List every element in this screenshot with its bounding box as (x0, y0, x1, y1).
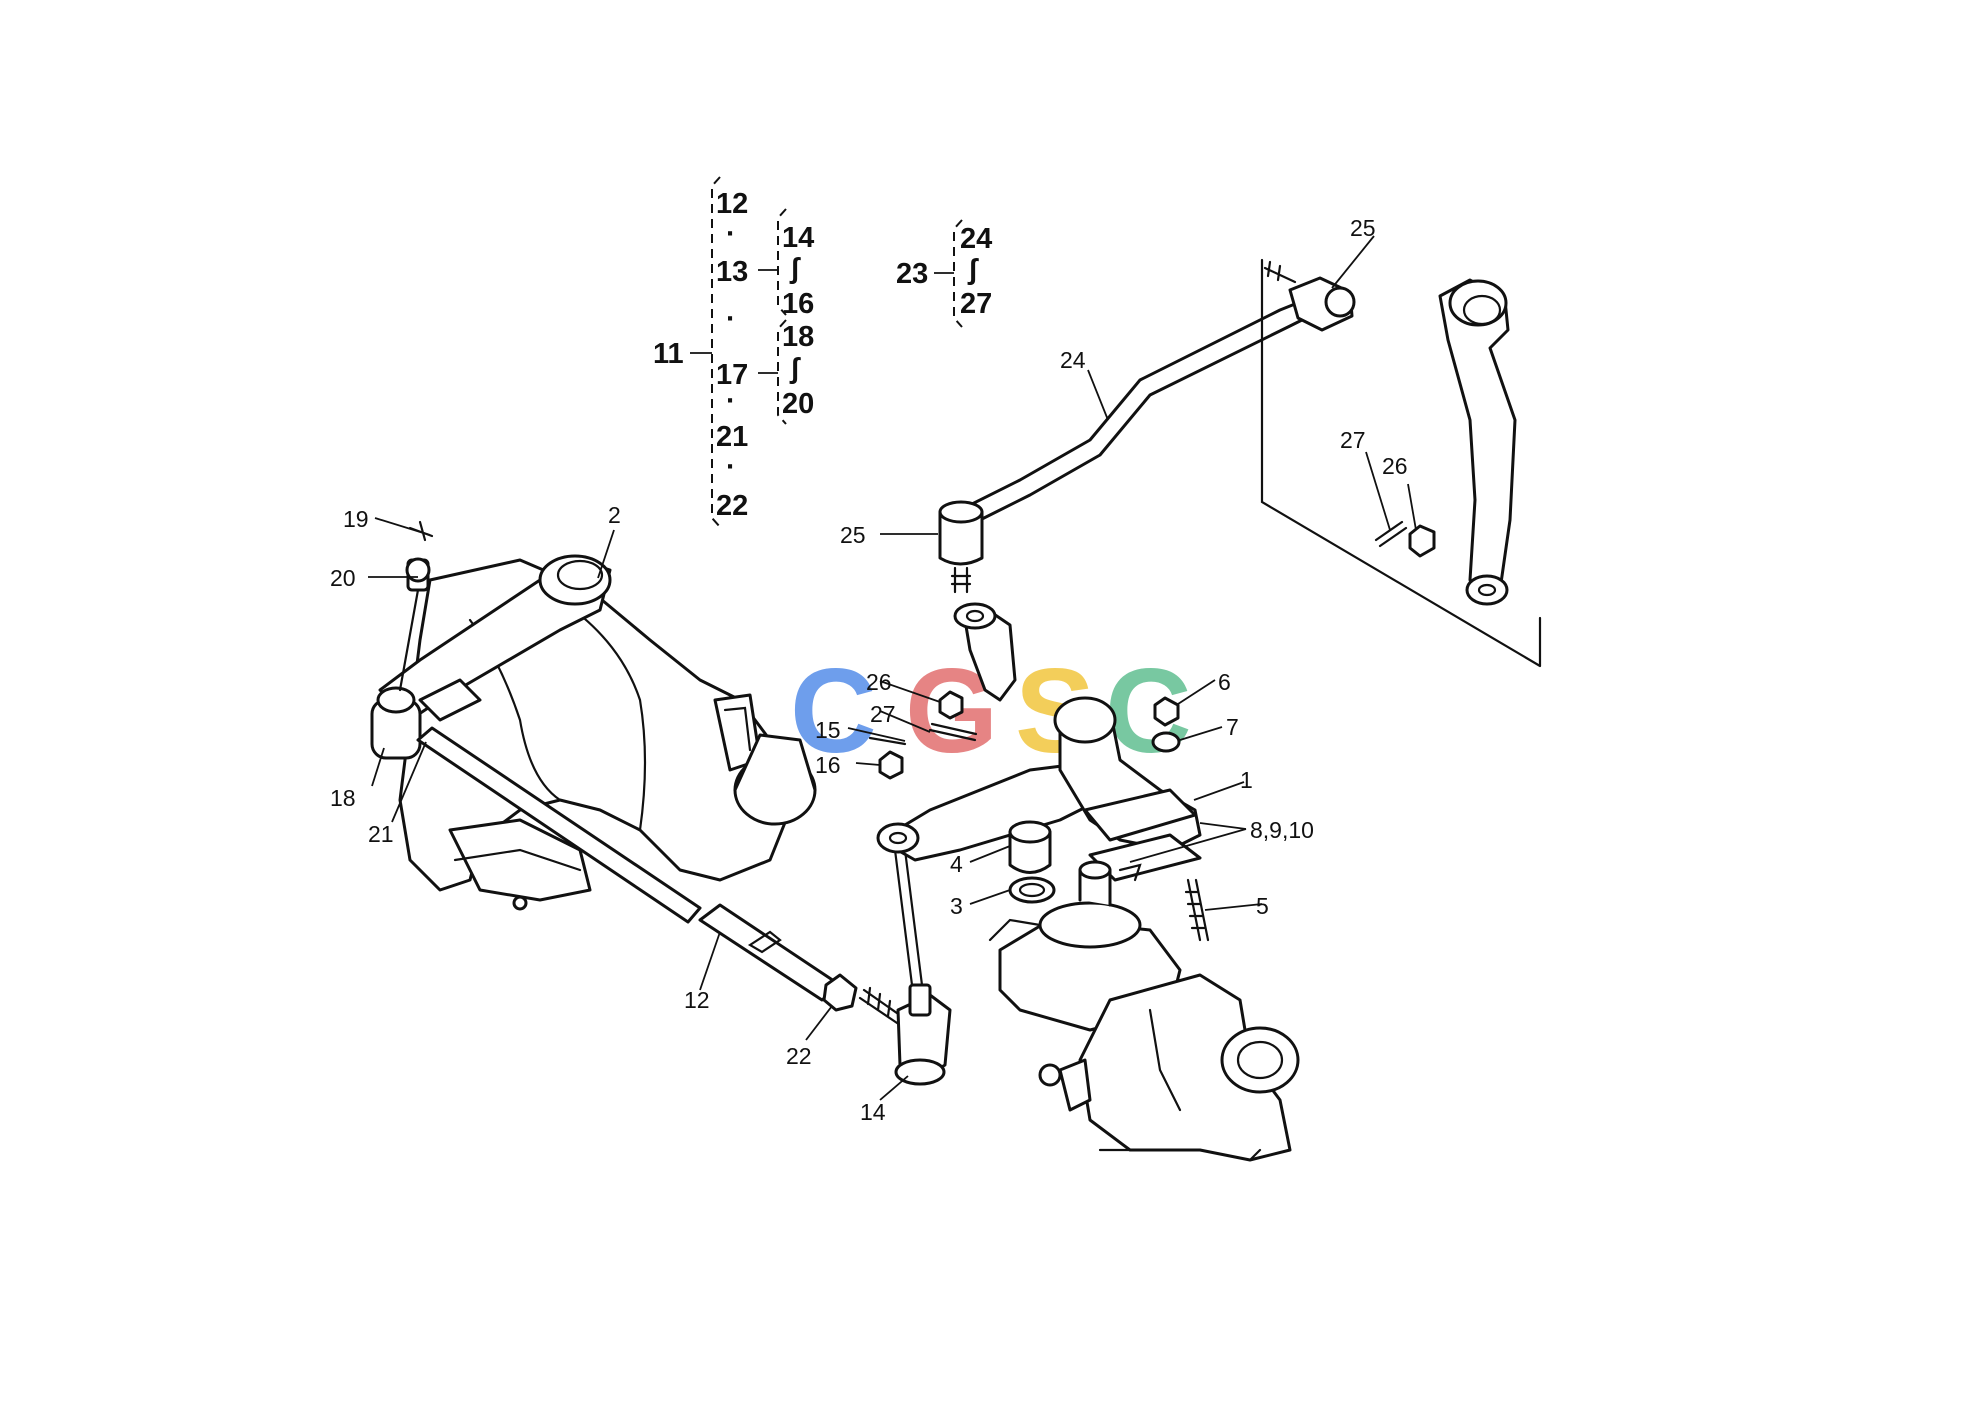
drag-link (938, 260, 1356, 594)
callout-6: 6 (1218, 669, 1231, 695)
callout-1: 1 (1240, 767, 1253, 793)
tie-rod (416, 726, 952, 1086)
tree-item-label: 22 (716, 490, 748, 522)
tree-item-label: 27 (960, 288, 992, 320)
tree-sub-label: 20 (782, 388, 814, 420)
callout-25-left: 25 (840, 522, 866, 548)
callout-24: 24 (1060, 347, 1086, 373)
callout-22: 22 (786, 1043, 812, 1069)
tree-sub-label: 16 (782, 288, 814, 320)
callout-26-inset: 26 (1382, 453, 1408, 479)
stud-nut-washer (1151, 696, 1210, 942)
callout-14: 14 (860, 1099, 886, 1125)
tree-bullet: · (726, 451, 736, 483)
tree-range-mark: ʃ (967, 254, 979, 286)
tree-sub-label: 14 (782, 222, 814, 254)
callout-8-9-10: 8,9,10 (1250, 817, 1314, 843)
tree-sub-label: 18 (782, 321, 814, 353)
center-fasteners (868, 690, 978, 780)
callout-26-center: 26 (866, 669, 892, 695)
bushing-and-seal (1008, 820, 1056, 904)
tree-bullet: · (726, 303, 736, 335)
callout-12: 12 (684, 987, 710, 1013)
callout-4: 4 (950, 851, 963, 877)
callout-27-center: 27 (870, 701, 896, 727)
tree-bullet: · (726, 385, 736, 417)
inset-panel (1260, 258, 1542, 668)
tree-range-mark: ʃ (789, 353, 801, 385)
steering-gear-housing (378, 554, 817, 911)
steering-knuckle (988, 860, 1300, 1162)
leader-lines (368, 235, 1417, 1101)
callout-3: 3 (950, 893, 963, 919)
tree-item-label: 12 (716, 188, 748, 220)
tree-item-label: 24 (960, 223, 992, 255)
tree-root-label: 11 (653, 338, 684, 370)
callout-7: 7 (1226, 714, 1239, 740)
callout-20: 20 (330, 565, 356, 591)
callout-21: 21 (368, 821, 394, 847)
callout-2: 2 (608, 502, 621, 528)
callout-labels: 25 24 25 27 26 2 19 20 18 21 26 27 15 16… (330, 215, 1408, 1125)
tree-item-label: 21 (716, 421, 748, 453)
tree-bullet: · (726, 218, 736, 250)
left-ball-joint (370, 520, 434, 760)
tree-root-label: 23 (896, 258, 928, 290)
callout-25-top: 25 (1350, 215, 1376, 241)
parts-tree-23: 23 24 ʃ 27 (896, 219, 992, 328)
callout-15: 15 (815, 717, 841, 743)
callout-5: 5 (1256, 893, 1269, 919)
callout-18: 18 (330, 785, 356, 811)
parts-tree-11: 11 12 · 13 · 17 · 21 · 22 14 ʃ 16 18 ʃ 2… (653, 176, 814, 528)
tree-item-label: 17 (716, 359, 748, 391)
callout-19: 19 (343, 506, 369, 532)
callout-16: 16 (815, 752, 841, 778)
tree-range-mark: ʃ (789, 253, 801, 285)
callout-27-inset: 27 (1340, 427, 1366, 453)
tree-item-label: 13 (716, 256, 748, 288)
